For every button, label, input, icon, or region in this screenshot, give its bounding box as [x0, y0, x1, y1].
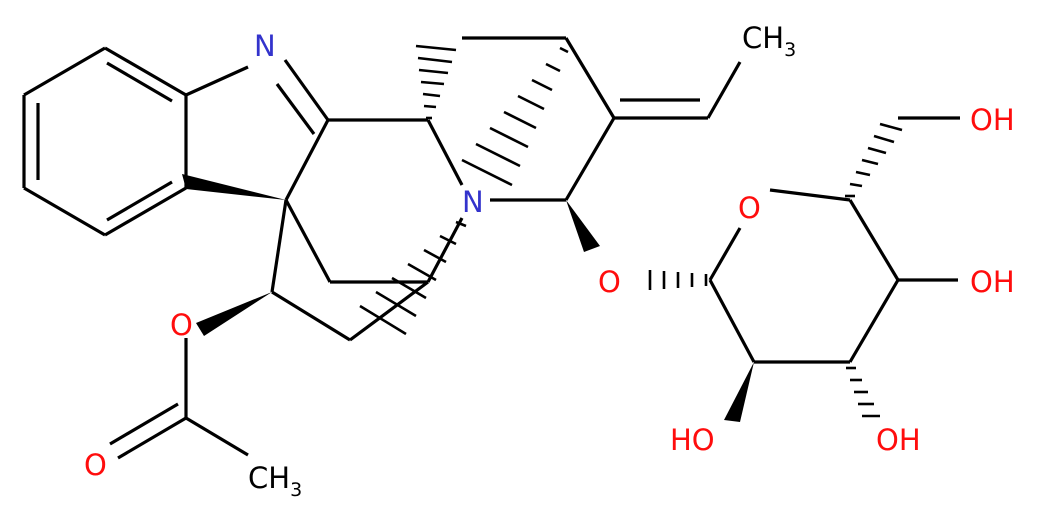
glycosidic-oxygen-label: O [598, 265, 621, 299]
amine-nitrogen-label: N [462, 185, 484, 219]
carbonyl-oxygen-label: O [84, 448, 107, 482]
ring-oxygen-label: O [738, 191, 761, 225]
ethylidene-methyl-subscript: 3 [784, 39, 796, 61]
acetate-methyl-label: CH [248, 461, 290, 495]
c2-hydroxyl-label: HO [670, 423, 715, 457]
ch2oh-hydroxyl-label: OH [970, 103, 1015, 137]
ethylidene-methyl-label: CH [742, 21, 784, 55]
ester-oxygen-label: O [170, 308, 193, 342]
atom-labels: N N O O CH3 CH3 O O OH OH HO OH [84, 21, 1015, 501]
stereo-bonds [182, 36, 600, 336]
cage-bonds [109, 37, 742, 460]
svg-text:CH3: CH3 [248, 461, 302, 501]
acetate-methyl-subscript: 3 [290, 479, 302, 501]
c4-hydroxyl-label: OH [970, 265, 1015, 299]
glucose-ring [648, 116, 960, 422]
benzene-ring [22, 46, 188, 237]
imine-nitrogen-label: N [254, 29, 276, 63]
c3-hydroxyl-label: OH [876, 423, 921, 457]
svg-text:CH3: CH3 [742, 21, 796, 61]
